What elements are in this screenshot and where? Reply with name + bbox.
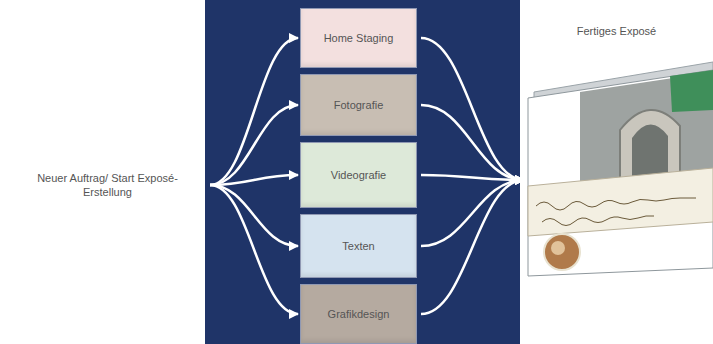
process-box: Home Staging xyxy=(300,8,417,68)
result-panel: Fertiges Exposé xyxy=(520,0,713,344)
flow-arrow xyxy=(421,105,524,180)
flow-arrow xyxy=(421,175,524,180)
step-label: Home Staging xyxy=(324,31,394,45)
start-label: Neuer Auftrag/ Start Exposé-Erstellung xyxy=(33,171,183,199)
process-box: Fotografie xyxy=(300,74,417,136)
flow-arrow xyxy=(421,38,524,180)
flow-arrow xyxy=(421,180,524,246)
flow-arrow xyxy=(210,175,298,185)
flow-arrow xyxy=(210,185,298,314)
brochure-illustration xyxy=(520,0,713,344)
step-label: Grafikdesign xyxy=(328,307,390,321)
process-box: Videografie xyxy=(300,142,417,208)
step-label: Texten xyxy=(342,239,374,253)
flow-arrow xyxy=(421,180,524,314)
step-label: Videografie xyxy=(331,168,386,182)
flow-arrow xyxy=(210,105,298,185)
result-heading: Fertiges Exposé xyxy=(520,24,713,38)
process-box: Texten xyxy=(300,214,417,278)
flow-arrow xyxy=(210,38,298,185)
process-box: Grafikdesign xyxy=(300,284,417,344)
flow-arrow xyxy=(210,185,298,246)
start-label: Neuer Auftrag/ Start Exposé-Erstellung xyxy=(15,150,200,220)
step-label: Fotografie xyxy=(334,98,384,112)
